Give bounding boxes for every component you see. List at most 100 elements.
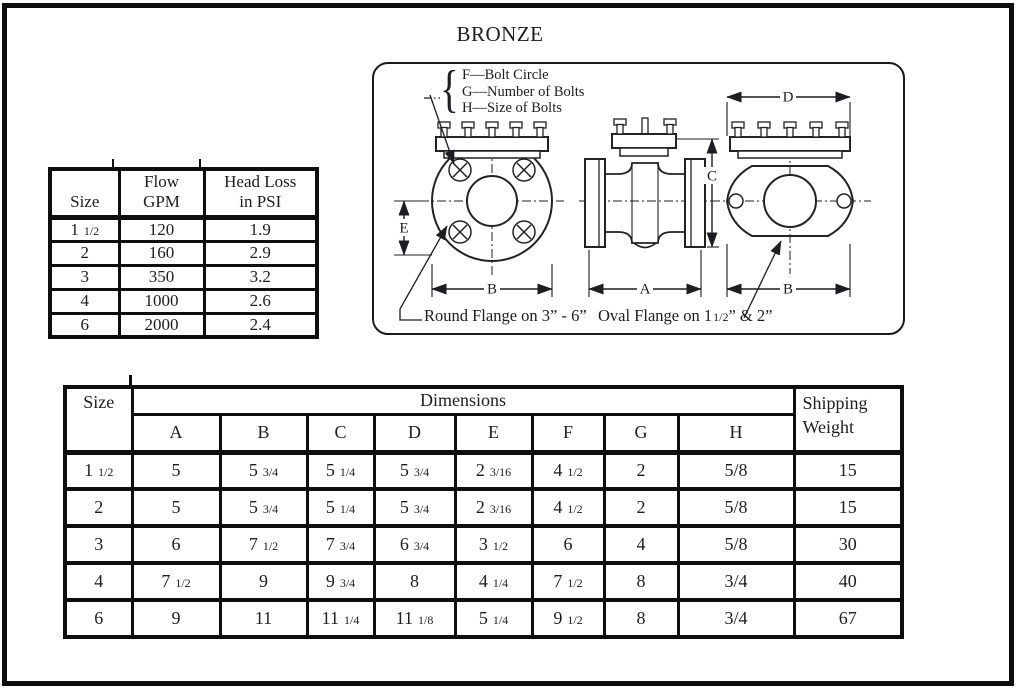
dim-cell-g: 8 — [602, 598, 680, 639]
dim-cell-size: 3 — [63, 524, 134, 565]
dim-cell-size: 2 — [63, 487, 134, 528]
cell-value: 5 — [248, 497, 258, 517]
cell-value: 9 — [171, 608, 181, 628]
dim-cell-b: 11 — [218, 598, 309, 639]
cell-value: 2 — [636, 460, 646, 481]
dim-cell-h: 3/4 — [676, 561, 796, 602]
cell-value: 11 — [254, 608, 273, 628]
cell-fraction: 3/4 — [413, 502, 430, 516]
dim-label-a: A — [640, 282, 651, 298]
cell-fraction: 1/4 — [492, 576, 509, 590]
cell-value: 5 — [325, 497, 335, 517]
cell-value: 5 — [478, 608, 488, 628]
flow-cell-headloss: 1.9 — [202, 215, 319, 243]
dims-col-f: F — [530, 412, 606, 455]
dims-col-g: G — [602, 412, 680, 455]
dims-col-c: C — [305, 412, 376, 455]
dim-label-b-oval: B — [783, 282, 793, 298]
dim-cell-g: 8 — [602, 561, 680, 602]
cell-value: 3/4 — [724, 608, 748, 628]
cell-value: 11 — [395, 608, 413, 628]
flow-table-row: 4 1000 2.6 — [48, 287, 319, 315]
cell-value: 5/8 — [724, 534, 748, 554]
cell-fraction: 1/2 — [98, 465, 114, 480]
flow-cell-gpm: 2000 — [117, 311, 206, 339]
valve-diagram: E B — [394, 88, 871, 321]
cell-fraction: 1/4 — [339, 502, 356, 516]
cell-value: 8 — [636, 571, 646, 591]
flow-cell-gpm: 120 — [117, 215, 206, 243]
cell-value: 4 — [553, 497, 563, 517]
dim-arrow-b-oval: B — [726, 244, 851, 298]
cell-fraction: 1/2 — [567, 613, 583, 627]
diagram-frame: E B — [372, 61, 905, 335]
bolt-legend: F—Bolt Circle G—Number of Bolts H—Size o… — [462, 67, 584, 117]
header-label: Flow — [144, 171, 179, 191]
cell-fraction: 3/4 — [339, 576, 356, 590]
cell-value: 67 — [838, 608, 857, 628]
cell-value: 3/4 — [724, 571, 748, 591]
caption-round-flange: Round Flange on 3” - 6” — [424, 306, 587, 325]
dim-cell-weight: 15 — [792, 450, 904, 491]
cell-value: 9 — [259, 571, 268, 591]
flow-cell-headloss: 2.9 — [202, 239, 319, 267]
dim-cell-weight: 30 — [792, 524, 904, 565]
dim-cell-g: 2 — [602, 450, 680, 491]
cell-value: 8 — [636, 608, 646, 628]
flow-cell-size: 2 — [48, 239, 121, 267]
cell-value: 6 — [94, 608, 104, 628]
cell-value: 2 — [94, 497, 104, 517]
cell-fraction: 1/2 — [567, 576, 583, 590]
dims-header-row-2: A B C D E F G H — [65, 412, 902, 455]
dim-cell-weight: 15 — [792, 487, 904, 528]
cell-value: 3 — [80, 267, 90, 287]
cell-value: 8 — [410, 571, 419, 591]
cell-value: 9 — [325, 571, 335, 591]
caption-text: Oval Flange on 1 — [598, 306, 713, 325]
dim-label-d: D — [783, 90, 794, 106]
flow-cell-gpm: 160 — [117, 239, 206, 267]
dims-col-h: H — [676, 412, 796, 455]
cell-value: 6 — [171, 534, 181, 554]
dims-col-d: D — [372, 412, 457, 455]
dim-cell-size: 4 — [63, 561, 134, 602]
cell-value: 30 — [838, 534, 857, 554]
cell-value: 5 — [248, 460, 258, 481]
cell-fraction: 1/2 — [567, 465, 583, 480]
dim-label-e: E — [399, 221, 408, 237]
dim-cell-a: 6 — [130, 524, 222, 565]
dim-arrow-d: D — [726, 88, 851, 136]
cell-fraction: 3/16 — [489, 465, 512, 480]
cell-value: 2 — [636, 497, 646, 517]
cell-fraction: 1/2 — [492, 539, 509, 553]
flow-table-row: 2 160 2.9 — [48, 239, 319, 267]
oval-flange-view — [711, 121, 871, 274]
dim-cell-b: 9 — [218, 561, 309, 602]
dim-label-b-round: B — [487, 282, 497, 298]
cell-value: 4 — [80, 291, 90, 311]
cell-value: 4 — [94, 571, 104, 591]
dim-cell-h: 5/8 — [676, 487, 796, 528]
cell-value: 15 — [838, 460, 857, 481]
caption-text: ” & 2” — [728, 306, 773, 325]
flow-cell-size: 4 — [48, 287, 121, 315]
cell-value: 11 — [321, 608, 339, 628]
cell-fraction: 1/2 — [262, 539, 279, 553]
